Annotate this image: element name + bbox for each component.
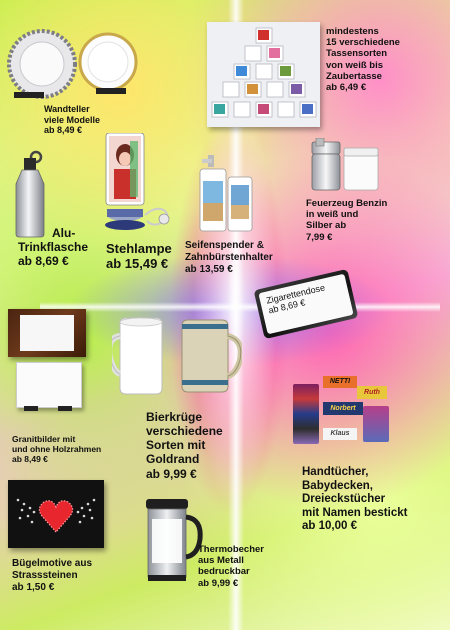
mug-pyramid-image <box>207 22 320 127</box>
beer-steins-image <box>112 317 242 395</box>
seifenspender-line: Zahnbürstenhalter <box>185 251 273 263</box>
feuerzeug-text: Feuerzeug Benzin in weiß und Silber ab 7… <box>306 198 387 243</box>
alu-bottle-image <box>15 150 45 238</box>
buegelmotive-line: Bügelmotive aus <box>12 558 93 569</box>
thermobecher-line: ab 9,99 € <box>198 577 239 589</box>
tassen-line: Tassensorten <box>326 48 388 60</box>
tassen-line: ab 6,49 € <box>326 82 367 94</box>
stehlampe-text: Stehlampe ab 15,49 € <box>106 241 172 272</box>
wandteller-line: ab 8,49 € <box>44 125 83 136</box>
bierkruege-line: verschiedene <box>146 424 223 439</box>
bierkruege-line: Bierkrüge <box>146 410 203 424</box>
plate-stand <box>96 88 126 94</box>
wandteller-text: Wandteller viele Modelle ab 8,49 € <box>44 104 100 136</box>
feuerzeug-line: Silber ab <box>306 220 347 232</box>
towels-image: NETTI Ruth Norbert Klaus <box>293 376 391 446</box>
alu-line: ab 8,69 € <box>18 254 69 269</box>
lamp-image <box>105 133 170 230</box>
plate-ornate <box>7 29 77 99</box>
wing-heart-icon <box>16 498 96 533</box>
wandteller-line: viele Modelle <box>44 114 101 125</box>
handtuecher-line: Dreieckstücher <box>302 493 386 506</box>
alu-line: Alu- <box>52 226 76 240</box>
tassen-text: mindestens 15 verschiedene Tassensorten … <box>326 26 400 93</box>
tassen-line: 15 verschiedene <box>326 37 400 49</box>
towel-name-tag: NETTI <box>323 376 357 388</box>
stehlampe-line: Stehlampe <box>106 241 172 256</box>
buegelmotive-line: ab 1,50 € <box>12 581 55 593</box>
granite-frame-wood <box>8 309 86 357</box>
tassen-line: mindestens <box>326 26 379 37</box>
handtuecher-line: ab 10,00 € <box>302 520 357 533</box>
thermobecher-line: aus Metall <box>198 555 244 567</box>
bierkruege-line: Goldrand <box>146 452 200 467</box>
granite-frame-plate <box>20 315 74 351</box>
light-ray-vertical <box>228 0 244 630</box>
cigarette-case-label: Zigarettendose ab 8,69 € <box>258 273 354 335</box>
thermobecher-text: Thermobecher aus Metall bedruckbar ab 9,… <box>198 544 264 589</box>
seifenspender-line: ab 13,59 € <box>185 263 233 275</box>
feuerzeug-line: Feuerzeug Benzin <box>306 198 388 209</box>
thermobecher-line: Thermobecher <box>198 544 264 555</box>
cigarette-case: Zigarettendose ab 8,69 € <box>253 268 359 340</box>
towel-name-tag: Klaus <box>323 428 357 440</box>
bierkruege-text: Bierkrüge verschiedene Sorten mit Goldra… <box>146 410 223 481</box>
feuerzeug-line: 7,99 € <box>306 231 333 243</box>
light-ray-horizontal <box>40 302 440 312</box>
towel-name: NETTI <box>329 378 351 385</box>
towel-name-tag: Norbert <box>323 402 363 415</box>
stehlampe-line: ab 15,49 € <box>106 256 169 272</box>
plate-stand <box>14 92 44 98</box>
alu-line: Trinkflasche <box>18 240 89 255</box>
alu-text: Alu- Trinkflasche ab 8,69 € <box>18 226 88 268</box>
thermobecher-line: bedruckbar <box>198 566 250 578</box>
granit-line: und ohne Holzrahmen <box>12 444 102 455</box>
plate-gold-rim <box>78 32 138 92</box>
lighter-image <box>311 138 379 191</box>
wandteller-line: Wandteller <box>44 104 90 114</box>
granit-line: Granitbilder mit <box>12 434 76 444</box>
seifenspender-text: Seifenspender & Zahnbürstenhalter ab 13,… <box>185 240 273 275</box>
towel-stack: NETTI Ruth Norbert Klaus <box>293 376 391 446</box>
stein-white <box>112 317 163 395</box>
wall-plates-image <box>7 29 138 99</box>
travel-mug-image <box>146 499 203 581</box>
tassen-line: Zaubertasse <box>326 70 382 82</box>
towel-name: Ruth <box>364 389 380 396</box>
towel-name-tag: Ruth <box>357 386 387 399</box>
buegelmotive-text: Bügelmotive aus Strasssteinen ab 1,50 € <box>12 558 92 593</box>
stein-stoneware <box>181 319 242 393</box>
handtuecher-text: Handtücher, Babydecken, Dreieckstücher m… <box>302 466 407 534</box>
seifenspender-line: Seifenspender & <box>185 240 264 251</box>
bierkruege-line: ab 9,99 € <box>146 466 197 481</box>
tassen-line: von weiß bis <box>326 59 384 71</box>
soap-dispenser-image <box>199 155 253 232</box>
feuerzeug-line: in weiß und <box>306 209 359 221</box>
towel-name: Norbert <box>330 405 356 412</box>
bierkruege-line: Sorten mit <box>146 438 206 453</box>
granit-line: ab 8,49 € <box>12 454 48 465</box>
handtuecher-line: mit Namen bestickt <box>302 506 408 519</box>
granite-plate <box>16 362 82 408</box>
handtuecher-line: Handtücher, <box>302 466 369 478</box>
handtuecher-line: Babydecken, <box>302 479 373 492</box>
granit-text: Granitbilder mit und ohne Holzrahmen ab … <box>12 434 101 464</box>
granite-stand <box>24 406 38 411</box>
buegelmotive-line: Strasssteinen <box>12 569 78 581</box>
towel-name: Klaus <box>330 430 350 437</box>
rhinestone-motif <box>8 480 104 548</box>
granite-stand <box>58 406 72 411</box>
